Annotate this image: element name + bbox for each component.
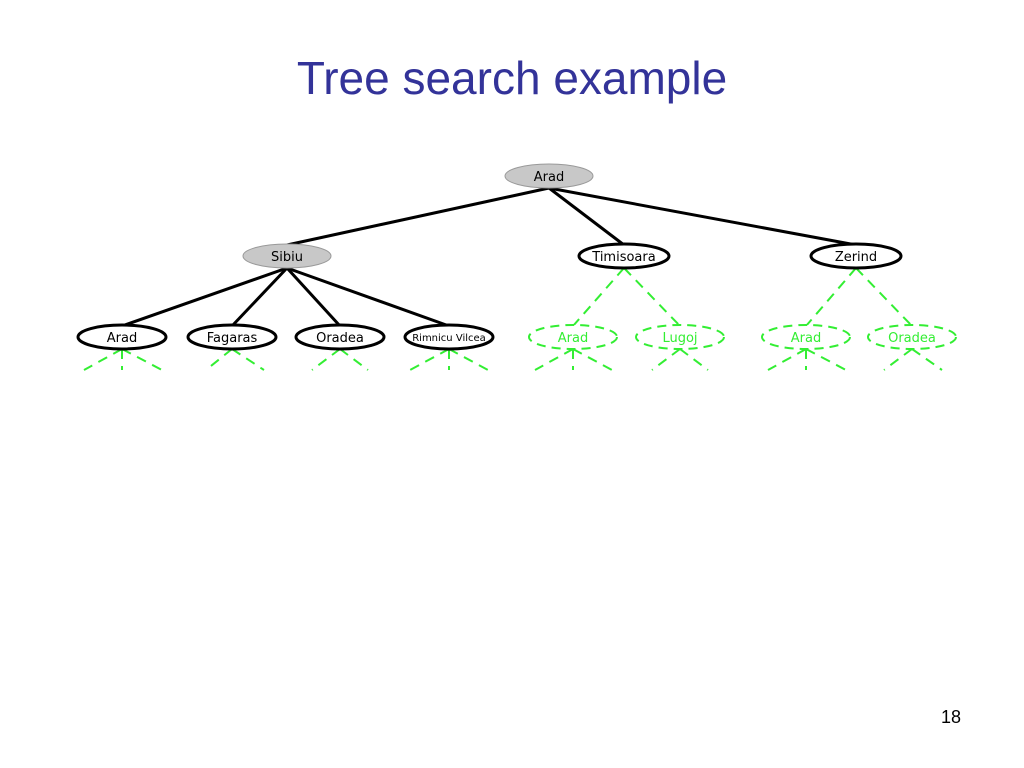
dashed-edge-timisoara-lugoj	[623, 267, 681, 327]
node-rimnicu-vilcea: Rimnicu Vilcea	[403, 323, 495, 351]
child-stubs	[83, 348, 943, 371]
node-label: Rimnicu Vilcea	[412, 333, 486, 344]
node-fagaras: Fagaras	[186, 323, 278, 351]
edge-sibiu-oradea	[285, 266, 342, 328]
node-sibiu-arad: Arad	[76, 323, 168, 351]
node-label: Sibiu	[271, 250, 303, 265]
dashed-edge-zerind-arad	[805, 267, 857, 327]
node-label: Arad	[534, 170, 564, 185]
node-sibiu-oradea: Oradea	[294, 323, 386, 351]
node-label: Timisoara	[591, 250, 655, 265]
node-root-arad: Arad	[504, 163, 594, 189]
dashed-edge-zerind-oradea	[855, 267, 913, 327]
dashed-edge-timisoara-arad	[572, 267, 625, 327]
page-number: 18	[940, 707, 961, 727]
frontier-edges	[83, 267, 943, 371]
node-label: Arad	[558, 331, 588, 346]
node-zerind: Zerind	[809, 242, 903, 270]
node-label: Arad	[107, 331, 137, 346]
edge-arad-timisoara	[548, 186, 625, 247]
node-timisoara: Timisoara	[577, 242, 671, 270]
node-label: Arad	[791, 331, 821, 346]
edge-sibiu-arad	[121, 266, 288, 328]
node-timisoara-arad: Arad	[528, 324, 618, 350]
node-label: Oradea	[888, 331, 936, 346]
node-zerind-arad: Arad	[761, 324, 851, 350]
node-sibiu: Sibiu	[242, 243, 332, 269]
node-label: Fagaras	[207, 331, 258, 346]
edge-sibiu-rimnicu-vilcea	[286, 266, 450, 328]
node-label: Zerind	[835, 250, 877, 265]
tree-edges	[121, 186, 857, 328]
edge-arad-zerind	[548, 186, 857, 247]
node-lugoj: Lugoj	[635, 324, 725, 350]
node-label: Lugoj	[662, 331, 697, 346]
edge-sibiu-fagaras	[230, 266, 289, 328]
edge-arad-sibiu	[286, 186, 550, 247]
node-zerind-oradea: Oradea	[867, 324, 957, 350]
slide-title: Tree search example	[296, 52, 728, 104]
node-label: Oradea	[316, 331, 364, 346]
